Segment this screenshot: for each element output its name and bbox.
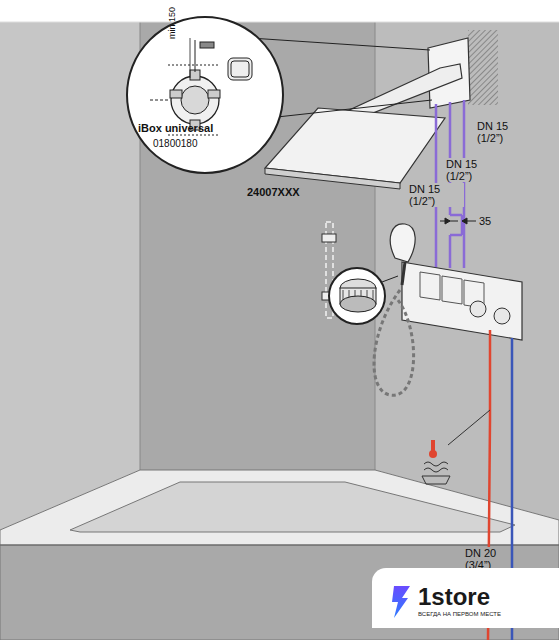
tub-front [0,545,559,640]
detail-circle [329,268,385,324]
detail-circle [127,17,283,173]
pipe-label: DN 15 (1/2”) [408,183,464,207]
part-name: iBox universal [137,122,214,134]
hot-water-symbol [422,440,450,484]
pipe-label: 01800180 [152,138,199,150]
pipe-label: 35 [478,215,492,227]
logo-bolt [392,586,410,618]
thermostat-bar [402,262,522,340]
pipe-label: DN 15 (1/2”) [476,120,532,144]
bathtub [0,470,559,640]
watermark-box: 1storeВСЕГДА НА ПЕРВОМ МЕСТЕ [372,568,559,628]
left-wall [0,0,140,530]
wall-hatching [468,30,498,105]
hand-shower [390,224,415,262]
ibox-drawing [150,38,252,135]
leader-line [448,410,490,445]
brand-name: 1store [418,584,549,610]
dimension-35 [440,218,476,224]
brand-slogan: ВСЕГДА НА ПЕРВОМ МЕСТЕ [418,610,549,618]
part-name: 24007XXX [246,186,301,198]
logo-icon [390,586,412,618]
tub-basin [70,482,515,532]
shower-arm [345,64,462,118]
dimension-label: min 150 [166,6,178,40]
pipe-label: DN 15 (1/2”) [445,158,501,182]
